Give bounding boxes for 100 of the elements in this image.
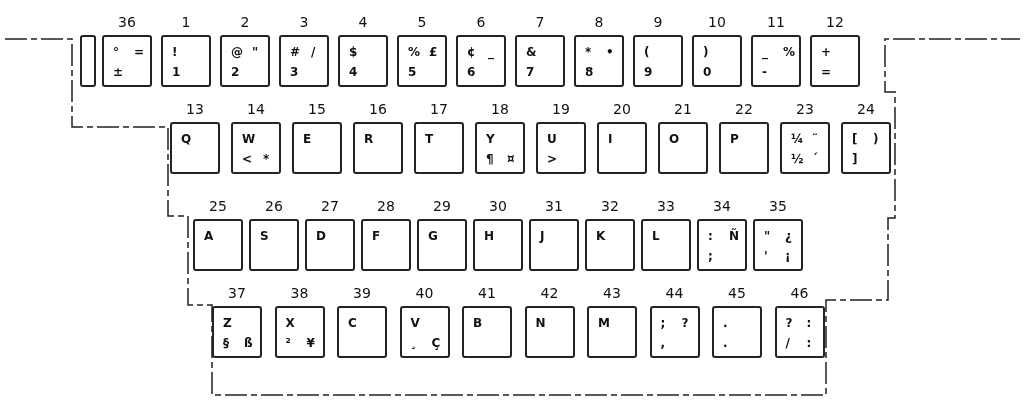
key-legend: C [348,316,357,330]
key-legend: : [806,316,812,330]
key [161,35,211,87]
key-legend: P [730,132,739,146]
key [399,306,450,358]
key-legend: Ñ [729,229,740,243]
key [658,122,708,174]
key-legend: " [764,229,771,243]
key [697,219,747,271]
key [417,219,467,271]
key-legend: T [425,132,434,146]
key-legend: " [252,45,259,59]
key-legend: ± [113,65,124,79]
key [473,219,523,271]
key [515,35,565,87]
key-legend: + [821,45,832,59]
callout-number: 16 [368,101,388,117]
key-legend: < [242,152,253,166]
key-legend: ° [113,45,119,59]
callout-number: 37 [227,285,247,301]
key [841,122,891,174]
key [292,122,342,174]
callout-number: 24 [856,101,876,117]
key-legend: ß [244,336,253,350]
key-legend: Z [223,316,232,330]
key-legend: S [260,229,269,243]
key-legend: ) [873,132,879,146]
key [751,35,801,87]
key-legend: N [535,316,546,330]
callout-number: 45 [727,285,747,301]
callout-number: 33 [656,198,676,214]
key [305,219,355,271]
key-legend: = [134,45,145,59]
key [649,306,700,358]
key [274,306,325,358]
key-legend: B [473,316,483,330]
key-legend: J [540,229,545,243]
key-legend: 3 [290,65,299,79]
callout-number: 1 [180,14,192,30]
key-legend: 8 [585,65,594,79]
key-legend: I [608,132,613,146]
key-legend: ´ [812,152,818,166]
key-legend: # [290,45,301,59]
key-legend: D [316,229,326,243]
callout-number: 29 [432,198,452,214]
callout-number: 6 [475,14,487,30]
key-legend: ? [785,316,793,330]
key [249,219,299,271]
key-legend: ¸ [410,336,417,350]
key-legend: @ [231,45,243,59]
key [279,35,329,87]
key [574,35,624,87]
callout-number: 11 [766,14,786,30]
key-legend: _ [488,45,494,59]
callout-number: 26 [264,198,284,214]
key [338,35,388,87]
key [414,122,464,174]
key-legend: G [428,229,438,243]
callout-number: 31 [544,198,564,214]
key-legend: 1 [172,65,181,79]
key-legend: X [285,316,295,330]
callout-number: 32 [600,198,620,214]
key-legend: K [596,229,606,243]
key [810,35,860,87]
callout-number: 35 [768,198,788,214]
key [692,35,742,87]
key [361,219,411,271]
key-legend: ; [660,316,666,330]
key-legend: V [410,316,420,330]
callout-number: 21 [673,101,693,117]
callout-number: 40 [414,285,435,301]
key [524,306,575,358]
key-legend: ² [285,336,291,350]
key-legend: ! [172,45,178,59]
key-legend: 4 [349,65,358,79]
key-legend: * [263,152,270,166]
key-legend: _ [762,45,768,59]
key-legend: 6 [467,65,476,79]
key [102,35,152,87]
key-legend: F [372,229,381,243]
key-legend: Q [181,132,192,146]
key-legend: Ç [431,336,441,350]
key-legend: * [585,45,592,59]
key-legend: 7 [526,65,535,79]
key [220,35,270,87]
key-legend: H [484,229,495,243]
key-legend: M [598,316,610,330]
key [462,306,512,358]
callout-number: 36 [117,14,137,30]
key-legend: 2 [231,65,240,79]
key-legend: , [660,336,666,350]
callout-number: 19 [551,101,571,117]
callout-number: 13 [185,101,205,117]
key-legend: - [762,65,767,79]
key [641,219,691,271]
key-legend: ( [644,45,650,59]
key-legend: ¨ [812,132,818,146]
callout-number: 9 [652,14,664,30]
callout-number: 15 [307,101,327,117]
callout-number: 44 [664,285,685,301]
